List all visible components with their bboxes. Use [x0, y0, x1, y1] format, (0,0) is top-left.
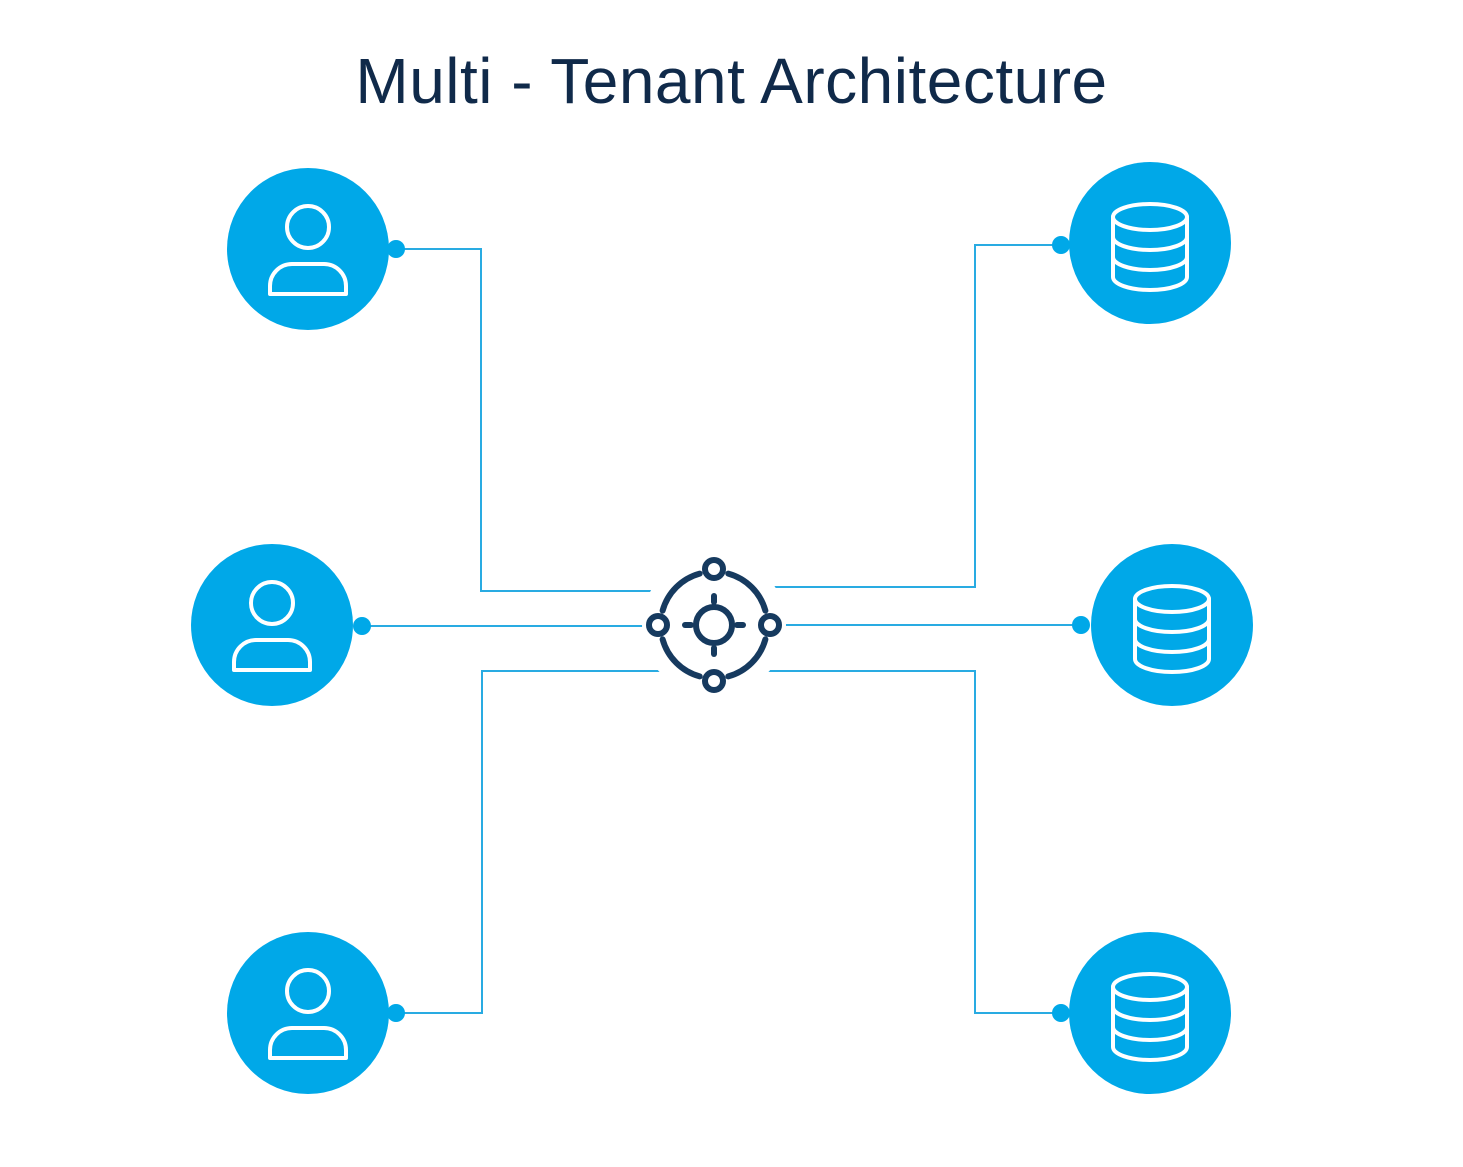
tenant-node[interactable]: [191, 544, 371, 706]
diagram-title: Multi - Tenant Architecture: [355, 45, 1108, 117]
crosshair-target-icon[interactable]: [642, 553, 786, 697]
connector-database-3: [750, 670, 1061, 1014]
connector-dot: [1052, 1004, 1070, 1022]
connector-dot: [1072, 616, 1090, 634]
connector-dot: [1052, 236, 1070, 254]
connector-database-1: [765, 244, 1061, 588]
tenant-node[interactable]: [227, 932, 405, 1094]
connector-tenant-3: [396, 670, 675, 1014]
tenant-node[interactable]: [227, 168, 405, 330]
connector-dot: [353, 617, 371, 635]
connector-tenant-1: [396, 248, 665, 592]
connectors: [362, 244, 1081, 1014]
database-node[interactable]: [1072, 544, 1253, 706]
connector-dot: [387, 240, 405, 258]
database-node[interactable]: [1052, 932, 1231, 1094]
database-node[interactable]: [1052, 162, 1231, 324]
connector-dot: [387, 1004, 405, 1022]
